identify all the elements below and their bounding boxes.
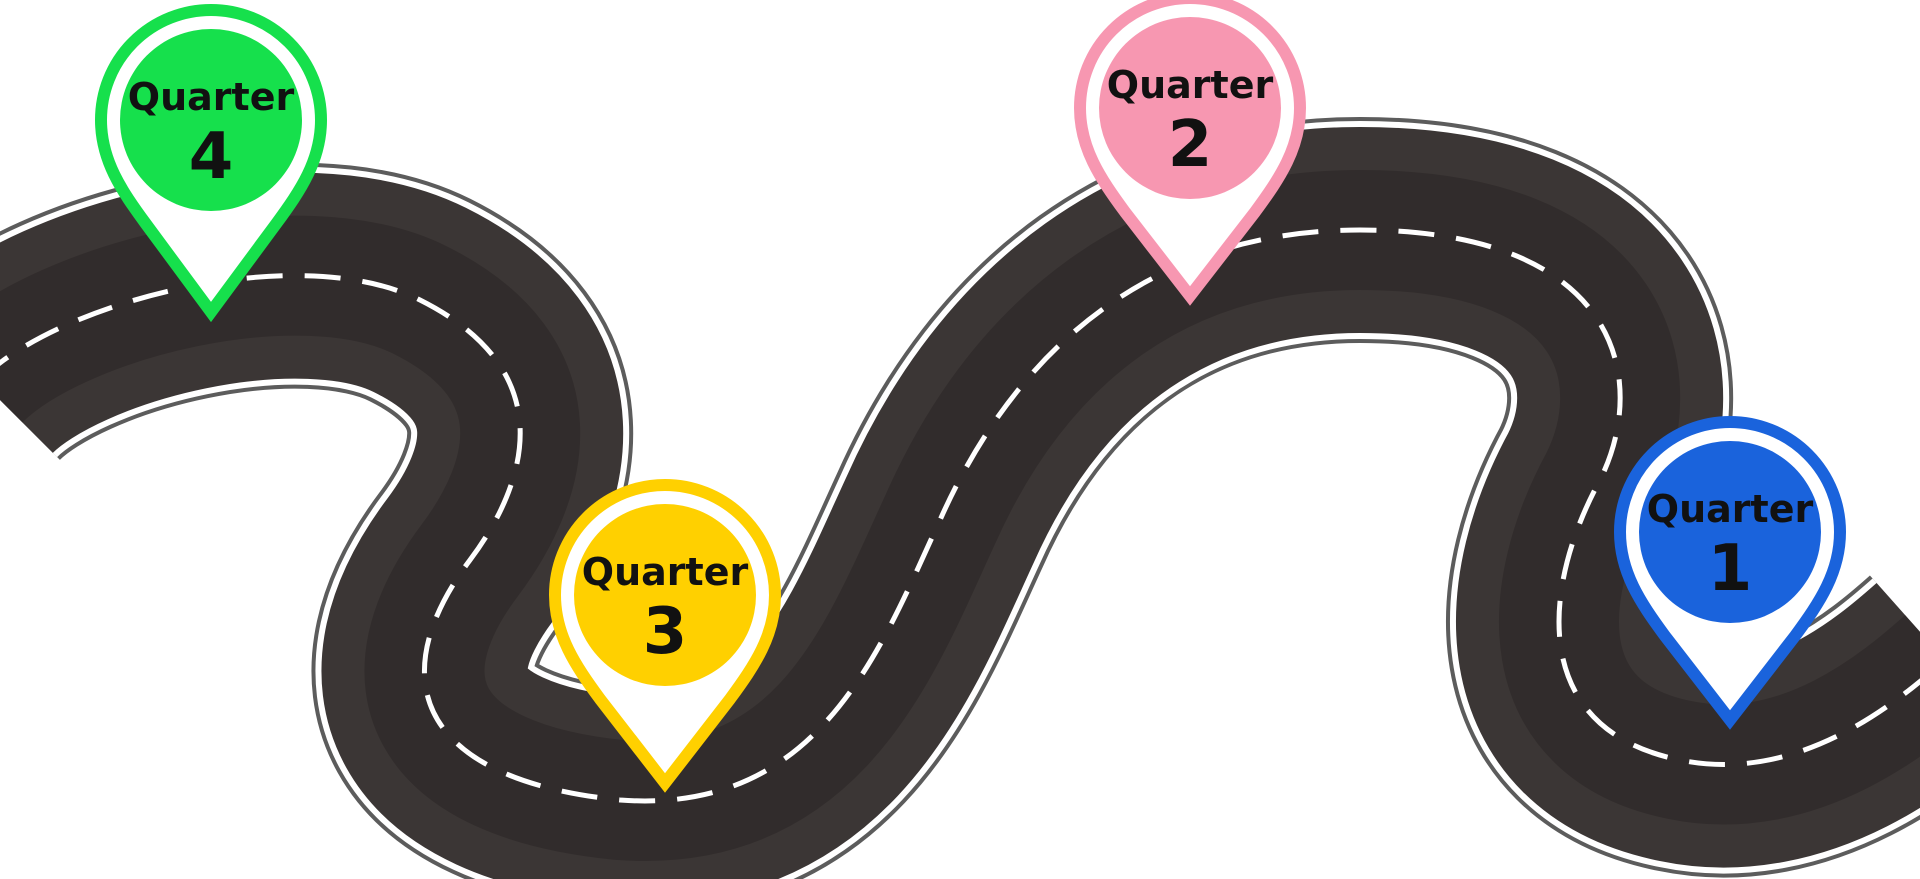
pin-quarter-1-disc [1639, 441, 1821, 623]
pin-quarter-2-number: 2 [1168, 108, 1213, 182]
pin-quarter-4: Quarter 4 [94, 4, 328, 323]
pin-quarter-1-label: Quarter [1647, 487, 1814, 531]
pin-quarter-3-label: Quarter [582, 550, 749, 594]
pin-quarter-4-number: 4 [189, 120, 234, 194]
road [0, 116, 1920, 879]
pin-quarter-4-label: Quarter [128, 75, 295, 119]
pin-quarter-1: Quarter 1 [1613, 416, 1847, 730]
pin-quarter-3-disc [574, 504, 756, 686]
pin-quarter-2-disc [1099, 17, 1281, 199]
pin-quarter-3: Quarter 3 [548, 479, 782, 793]
pin-quarter-2: Quarter 2 [1073, 0, 1307, 306]
road-shading [0, 169, 1920, 861]
pin-quarter-2-label: Quarter [1107, 63, 1274, 107]
pin-quarter-1-number: 1 [1708, 532, 1753, 606]
pin-quarter-3-number: 3 [643, 595, 688, 669]
pin-quarter-4-disc [120, 29, 302, 211]
